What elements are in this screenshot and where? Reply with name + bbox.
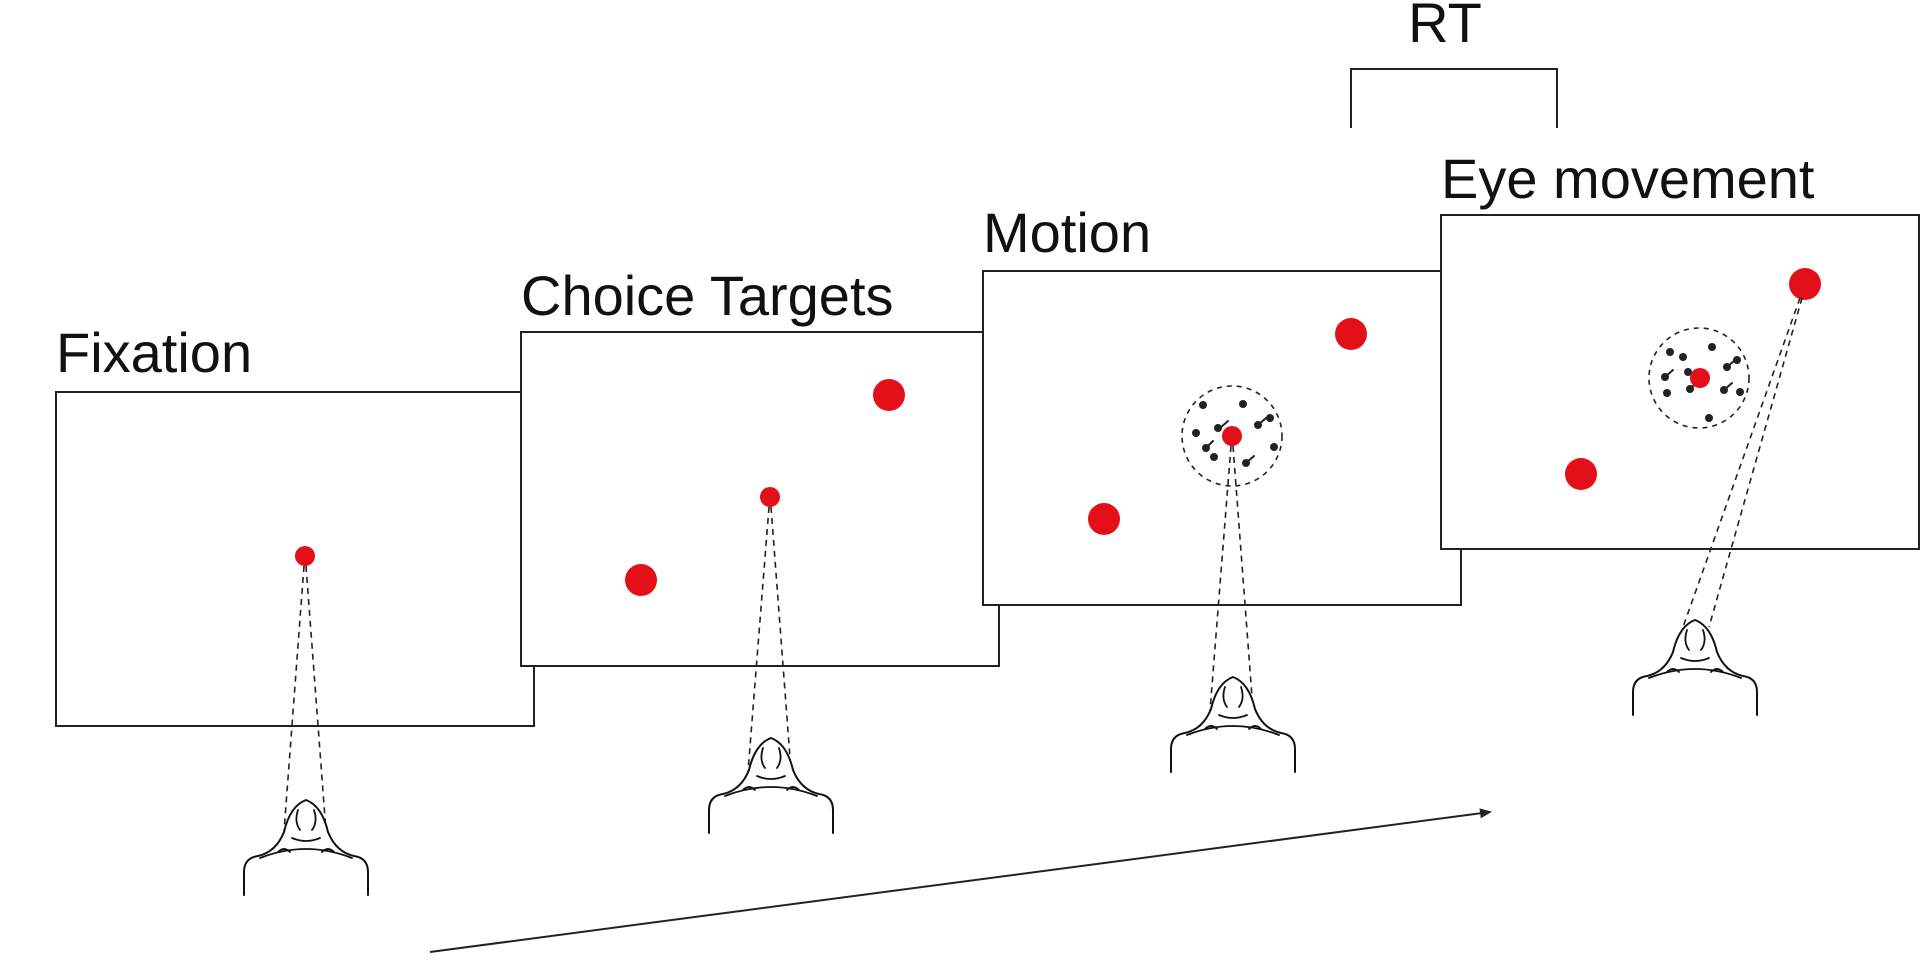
time-arrow-icon xyxy=(429,808,1492,953)
screen-eye-movement xyxy=(1440,214,1920,550)
monkey-head-icon xyxy=(243,799,369,896)
motion-aperture xyxy=(1648,327,1750,429)
gaze-lines xyxy=(1207,445,1256,737)
choice-target-left xyxy=(1088,503,1120,535)
stage-motion: Motion xyxy=(982,201,1462,773)
stage-eye-movement: Eye movement xyxy=(1440,147,1920,716)
stage-label-eye-movement: Eye movement xyxy=(1441,147,1815,210)
stage-label-choice-targets: Choice Targets xyxy=(521,264,894,327)
choice-target-right xyxy=(1335,318,1367,350)
screen-motion xyxy=(982,270,1462,606)
stage-label-motion: Motion xyxy=(983,201,1151,264)
monkey-head-icon xyxy=(1632,619,1758,716)
choice-target-right xyxy=(873,379,905,411)
rt-label: RT xyxy=(1408,0,1482,54)
fixation-point xyxy=(1690,368,1710,388)
screen-choice-targets xyxy=(520,331,1000,667)
screen-fixation xyxy=(55,391,535,727)
choice-target-chosen xyxy=(1789,268,1821,300)
fixation-point xyxy=(295,546,315,566)
stage-choice-targets: Choice Targets xyxy=(520,264,1000,834)
random-dot-motion xyxy=(1661,343,1744,422)
gaze-lines xyxy=(1682,297,1803,628)
stage-label-fixation: Fixation xyxy=(56,321,252,384)
choice-target-left xyxy=(1565,458,1597,490)
gaze-lines xyxy=(281,565,329,859)
random-dot-motion xyxy=(1192,400,1278,467)
fixation-point xyxy=(760,487,780,507)
stage-fixation: Fixation xyxy=(55,321,535,896)
monkey-head-icon xyxy=(708,737,834,834)
choice-target-left xyxy=(625,564,657,596)
gaze-lines xyxy=(745,506,794,798)
monkey-head-icon xyxy=(1170,676,1296,773)
rt-bracket xyxy=(1350,68,1558,128)
motion-aperture xyxy=(1181,385,1283,487)
fixation-point xyxy=(1222,426,1242,446)
